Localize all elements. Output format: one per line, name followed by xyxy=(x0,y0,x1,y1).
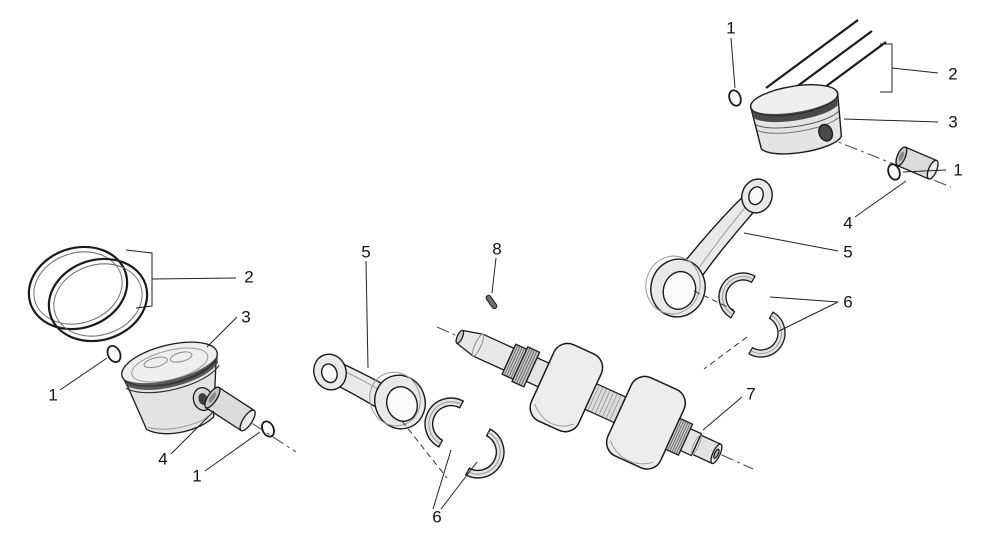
callout-connecting-rod: 5 xyxy=(361,242,371,262)
piston-pin-right xyxy=(895,146,939,180)
circlip-right-upper xyxy=(728,89,742,107)
callout-circlip: 1 xyxy=(726,18,736,38)
assembly-dashed-lines xyxy=(401,290,748,479)
connecting-rod-left xyxy=(313,353,426,430)
circlip-left-upper xyxy=(106,344,122,364)
circlip-right-lower xyxy=(887,163,901,181)
piston-ring-set-left xyxy=(27,245,149,343)
callout-piston: 3 xyxy=(241,307,251,327)
piston-right xyxy=(749,84,843,155)
rod-bearing-shells-bottom xyxy=(415,388,514,488)
woodruff-key xyxy=(485,294,498,310)
piston-pin-left xyxy=(204,386,256,432)
connecting-rod-right xyxy=(645,178,773,318)
callout-piston-pin: 4 xyxy=(158,449,168,469)
callout-rod-bearings: 6 xyxy=(432,507,442,527)
callout-circlip: 1 xyxy=(192,466,202,486)
leader-lines xyxy=(59,37,947,510)
ring-groove-band xyxy=(122,355,218,390)
pin-bore xyxy=(818,123,834,142)
callout-piston: 3 xyxy=(948,112,958,132)
callout-piston-pin: 4 xyxy=(843,213,853,233)
callout-crankshaft: 7 xyxy=(746,384,756,404)
callout-piston-ring-set: 2 xyxy=(244,267,254,287)
circlip-left-lower xyxy=(261,420,275,438)
rod-bearing-shells-right xyxy=(709,263,795,367)
callout-connecting-rod: 5 xyxy=(843,242,853,262)
callout-woodruff-key: 8 xyxy=(492,239,502,259)
callout-piston-ring-set: 2 xyxy=(948,64,958,84)
piston-left xyxy=(121,341,220,435)
crank-web-2 xyxy=(605,375,687,470)
crankshaft xyxy=(455,329,723,470)
callout-rod-bearings: 6 xyxy=(843,292,853,312)
callout-circlip: 1 xyxy=(953,160,963,180)
callout-circlip: 1 xyxy=(48,385,58,405)
ring-groove-band xyxy=(752,96,838,123)
